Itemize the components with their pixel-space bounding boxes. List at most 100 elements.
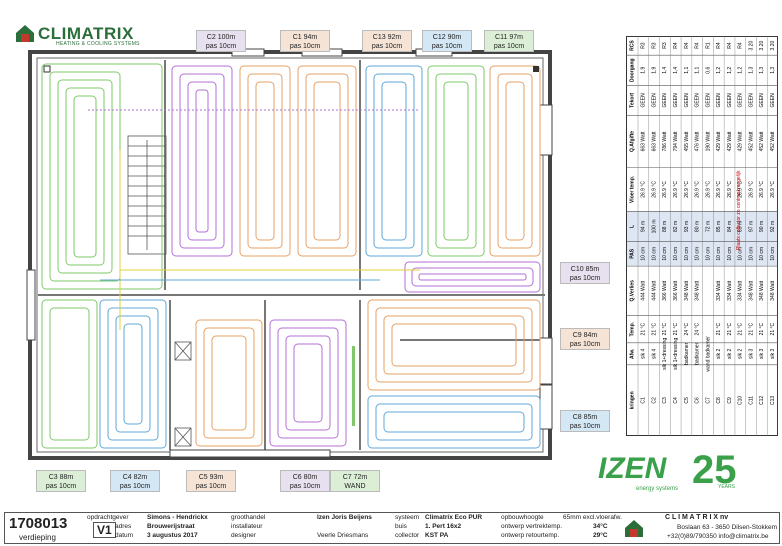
pipe-label: buis [395,523,407,530]
table-cell: 10 cm [738,247,744,261]
circuit-label-c5: C5 93m pas 10cm [186,470,236,492]
table-cell: 21 °C [716,322,722,335]
table-cell: R1 [705,42,711,49]
date: 3 augustus 2017 [147,532,198,539]
table-cell: GEEN [684,93,690,108]
table-header: PAS [629,248,635,259]
circuit-spacing: pas 10cm [289,483,321,490]
system-label: systeem [395,514,420,521]
house-logo-icon [16,25,34,42]
table-cell: 1,3 [748,67,754,74]
client: Simons - Hendrickx [147,514,208,521]
circuit-spacing: pas 10cm [493,43,525,50]
table-cell: 663 Watt [641,131,647,151]
table-cell: 26.9 °C [673,181,679,198]
table-cell: 24 °C [695,322,701,335]
table-cell: 366 Watt [673,280,679,300]
table-cell: C11 [748,396,754,405]
table-cell: 3.20 [759,41,765,51]
table-cell: 94 m [641,221,647,232]
circuit-spacing: pas 10cm [205,43,237,50]
table-header: Doorgang [629,58,635,82]
title-block: 1708013 verdieping V1 opdrachtgever Simo… [4,512,780,544]
table-cell: badkamer [684,342,690,365]
izen-tagline: energy systems [636,486,679,492]
circuit-spacing: pas 10cm [431,43,463,50]
table-cell: 21 °C [727,322,733,335]
table-cell: 21 °C [770,322,776,335]
table-cell: slk 2 [727,348,733,359]
table-cell: GEEN [662,93,668,108]
izen-name: IZEN [598,452,667,485]
table-cell: GEEN [651,93,657,108]
table-cell: 794 Watt [673,131,679,151]
table-header: Q.Afgifte [629,131,635,152]
stairs [127,135,167,255]
circuit-label-c4: C4 82m pas 10cm [110,470,160,492]
build-height: 65mm excl.vloerafw. [563,514,622,521]
table-cell: 3.20 [748,41,754,51]
table-cell: 10 cm [770,247,776,261]
table-cell: 348 Watt [748,280,754,300]
table-cell: C10 [738,396,744,405]
circuit-label-c7: C7 72m WAND [330,470,380,492]
table-cell: GEEN [748,93,754,108]
table-cell: C9 [727,397,733,404]
return-temp-label: ontwerp retourtemp. [501,532,560,539]
table-cell: 82 m [673,221,679,232]
circuit-spacing: pas 10cm [119,483,151,490]
circuit-label-c1: C1 94m pas 10cm [280,30,330,52]
table-cell: 21 °C [759,322,765,335]
table-cell: slk 3 [770,348,776,359]
circuit-spacing: WAND [344,483,366,490]
table-cell: GEEN [641,93,647,108]
circuit-spacing: pas 10cm [289,43,321,50]
table-cell: 21 °C [651,322,657,335]
table-cell: slk 1+dressing [673,338,679,370]
table-cell: GEEN [673,93,679,108]
wholesaler-label: groothandel [231,514,266,521]
address: Brouwerijstraat [147,523,195,530]
table-cell: C1 [641,397,647,404]
circuit-name: C2 100m [206,34,236,41]
brand-tagline: HEATING & COOLING SYSTEMS [56,41,140,47]
table-cell: 10 cm [662,247,668,261]
table-cell: slk 4 [651,348,657,359]
table-cell: 21 °C [748,322,754,335]
circuit-name: C8 85m [572,414,598,421]
table-cell: 90 m [759,221,765,232]
table-cell: 476 Watt [695,131,701,151]
table-cell: 348 Watt [770,280,776,300]
table-cell: R4 [684,42,690,49]
circuit-name: C12 90m [432,34,462,41]
table-cell: 97 m [748,221,754,232]
circuit-name: C3 88m [48,474,74,481]
table-header: Q.Verlies [629,280,635,302]
table-cell: 1,4 [673,67,679,74]
table-header: Afw. [629,348,635,359]
table-cell: 334 Watt [738,280,744,300]
table-cell: 21 °C [738,322,744,335]
table-cell: 1,1 [684,67,690,74]
table-cell: 93 m [684,221,690,232]
table-cell: 10 cm [727,247,733,261]
table-cell: GEEN [705,93,711,108]
table-cell: C3 [662,397,668,404]
company-contact: +32(0)89/790350 info@climatrix.be [667,533,769,540]
table-cell: 100 m [651,219,657,233]
table-cell: 1,2 [716,67,722,74]
circuit-spacing: pas 10cm [569,275,601,282]
address-label: adres [115,523,132,530]
table-cell: slk 1+dressing [662,338,668,370]
table-cell: 190 Watt [705,131,711,151]
table-cell: 85 m [716,221,722,232]
table-header: Vloer temp. [629,175,635,203]
table-cell: GEEN [738,93,744,108]
table-cell: 1,9 [641,67,647,74]
supply-temp: 34°C [593,523,608,530]
pipe: 1. Pert 16x2 [425,523,462,530]
table-cell: C5 [684,397,690,404]
table-cell: 452 Watt [770,131,776,151]
